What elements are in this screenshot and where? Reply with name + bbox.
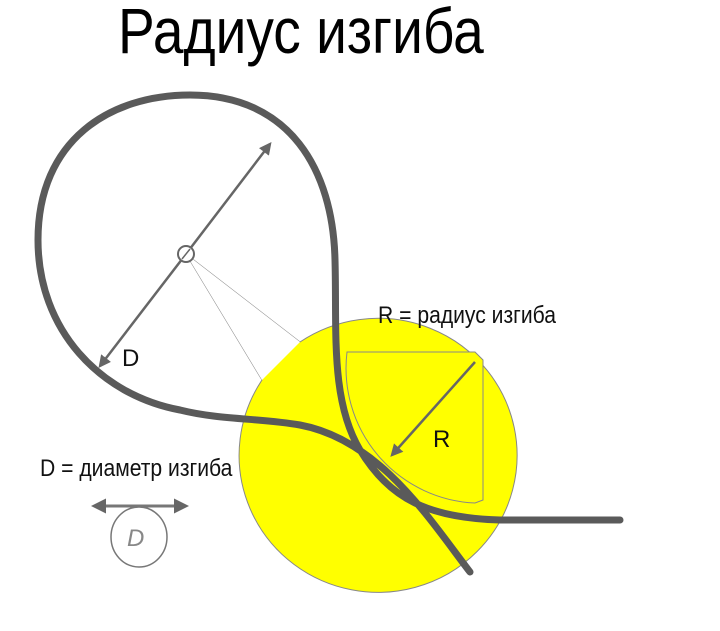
page-title: Радиус изгиба [118, 0, 484, 67]
diameter-arrow-lower [98, 253, 187, 368]
cable [34, 91, 624, 576]
radius-legend: R = радиус изгиба [378, 302, 557, 329]
diameter-symbol-circle [110, 506, 168, 568]
radius-arrow [390, 361, 476, 457]
large-drum-wedge-gap [186, 254, 300, 380]
r-mark: R [433, 426, 450, 453]
diameter-legend: D = диаметр изгиба [40, 455, 233, 482]
d-mark: D [122, 345, 139, 372]
diameter-arrow [185, 142, 272, 255]
diameter-symbol-letter: D [127, 525, 144, 552]
